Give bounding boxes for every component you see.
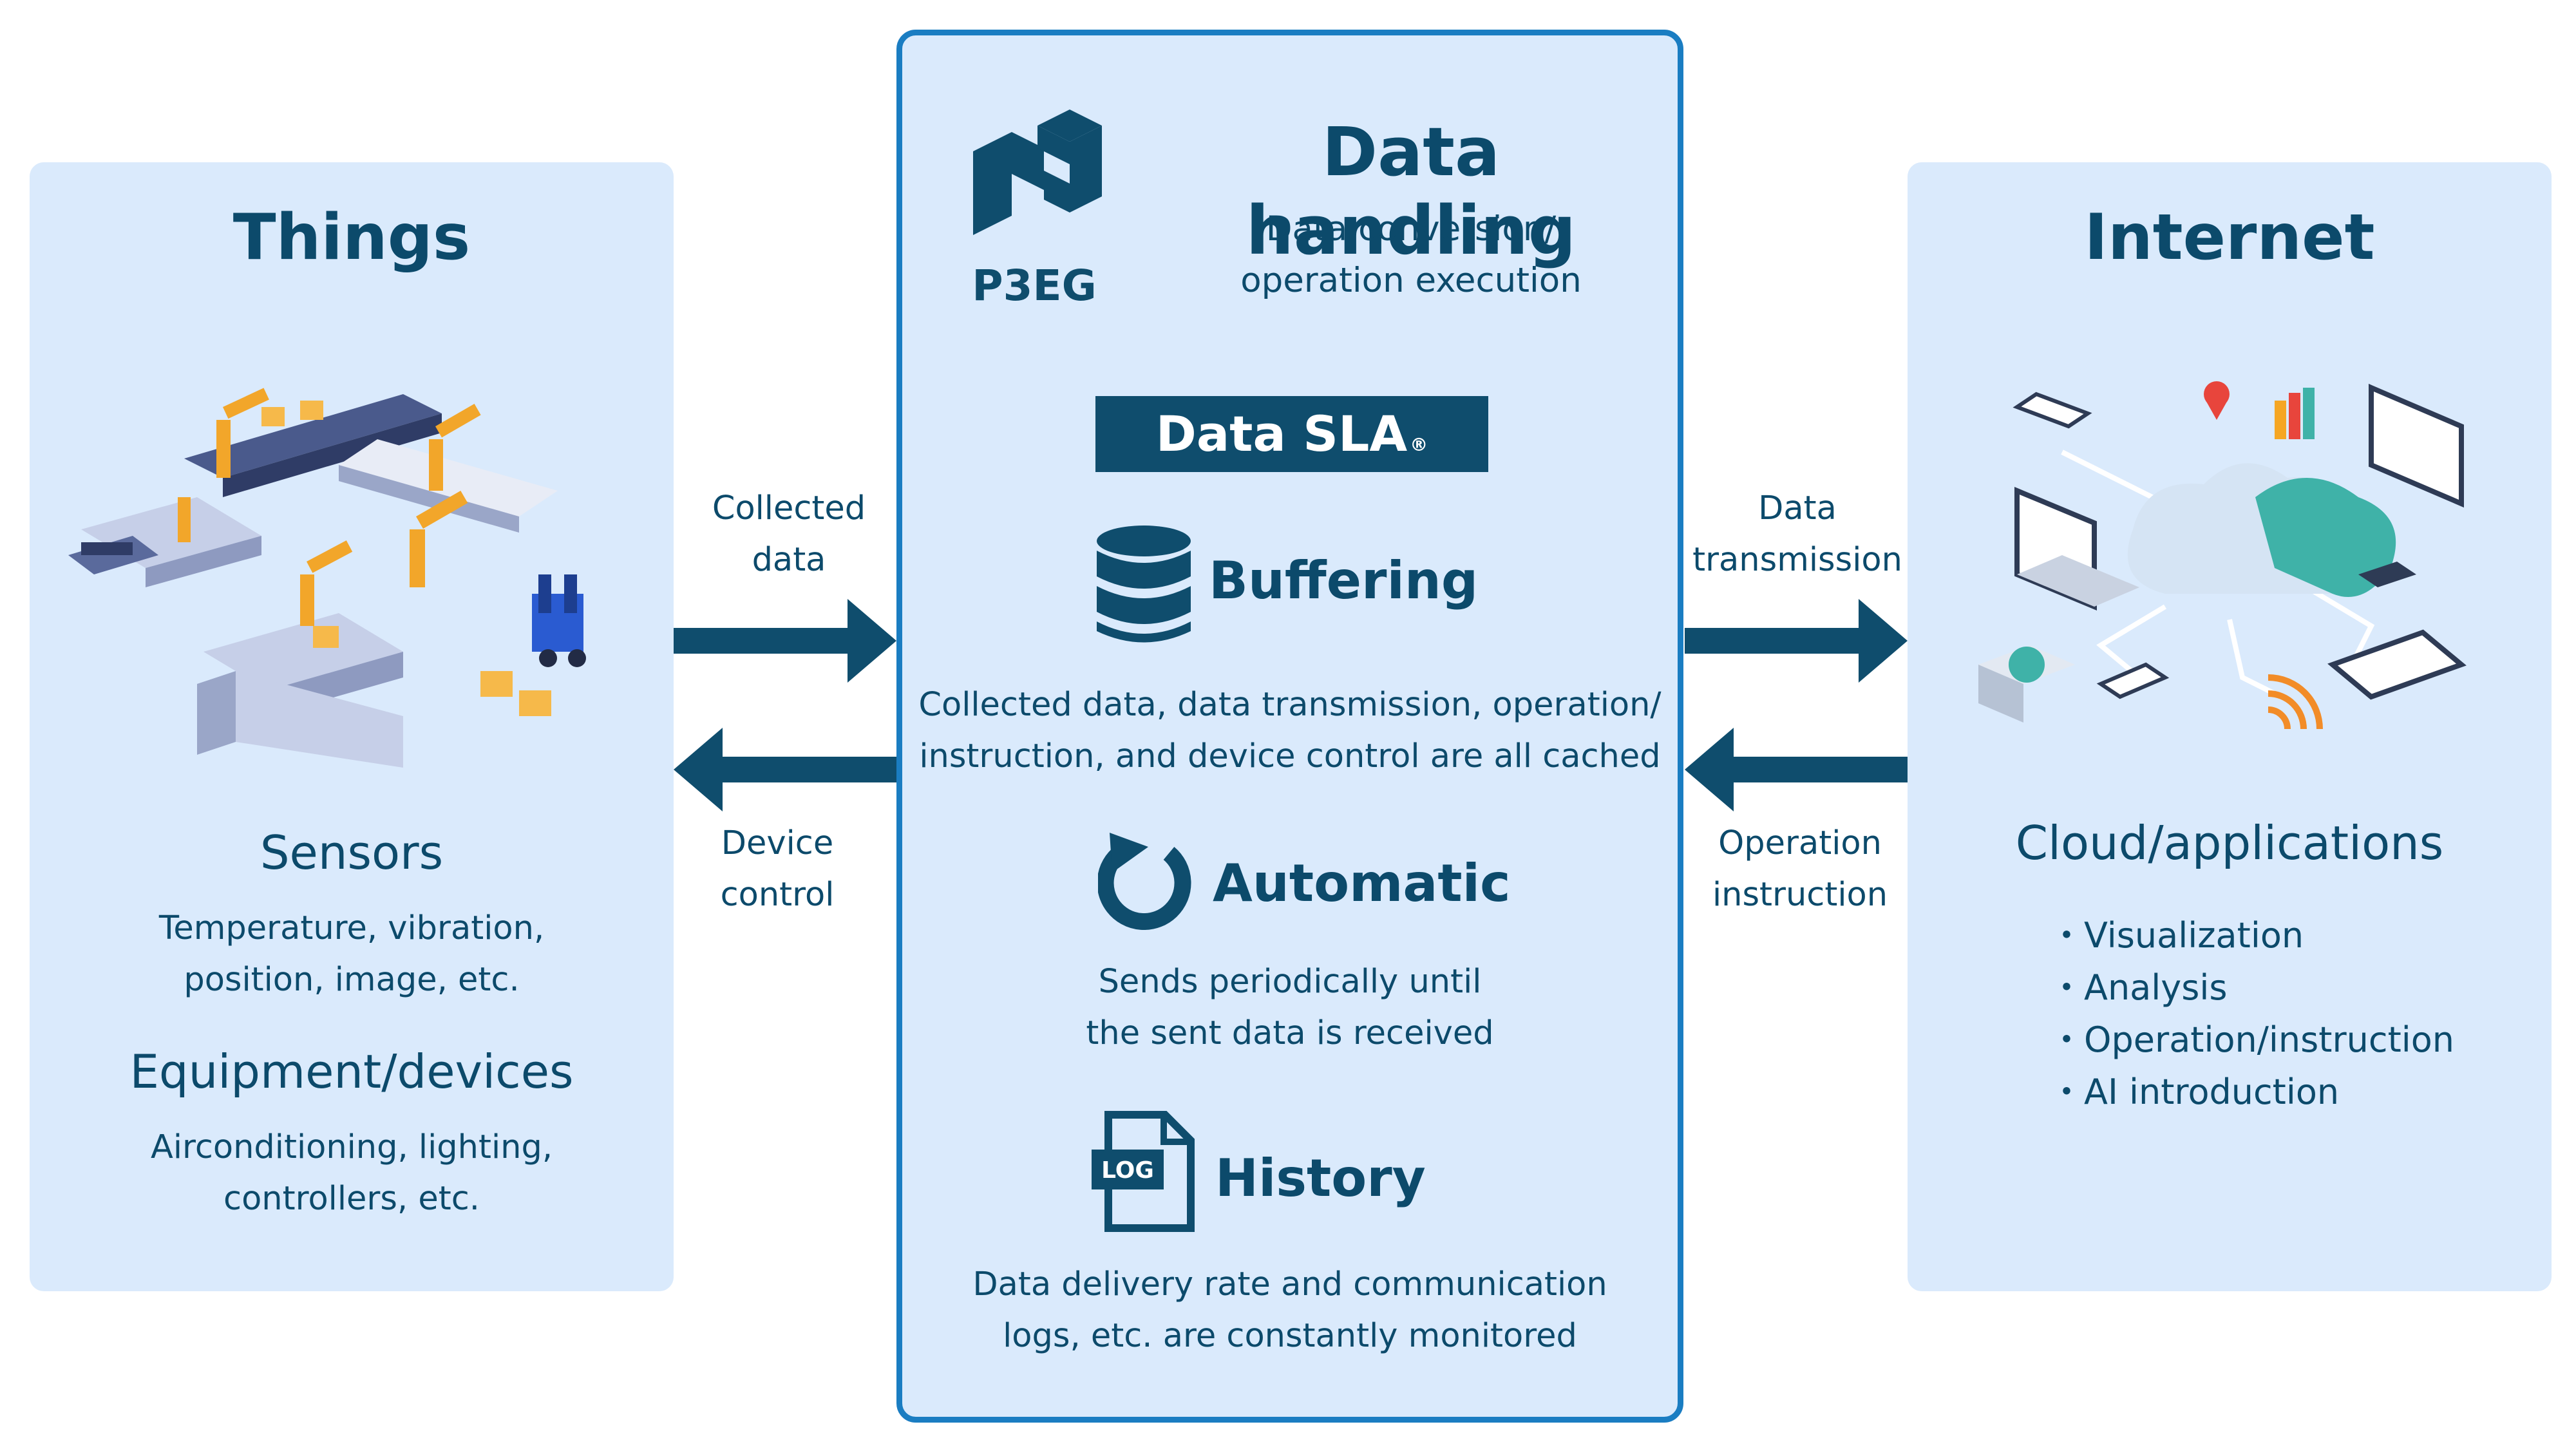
p3eg-logo-icon — [973, 109, 1102, 235]
data-handling-subtitle-line1: Data conversion/ — [1265, 209, 1557, 249]
cloud-apps-list: Visualization Analysis Operation/instruc… — [2049, 909, 2454, 1118]
operation-instruction-label: Operation instruction — [1694, 818, 1906, 921]
sensors-desc-line1: Temperature, vibration, — [158, 909, 545, 947]
data-sla-registered-mark: ® — [1410, 434, 1428, 455]
buffering-title: Buffering — [1209, 551, 1479, 611]
internet-title: Internet — [2084, 201, 2375, 274]
device-control-label: Device control — [671, 818, 884, 921]
sensors-desc-line2: position, image, etc. — [184, 961, 520, 999]
automatic-title: Automatic — [1213, 853, 1511, 913]
arrow-right-icon — [674, 599, 896, 683]
data-transmission-label: Data transmission — [1691, 483, 1904, 586]
equipment-desc-line1: Airconditioning, lighting, — [150, 1128, 553, 1166]
sensors-title: Sensors — [260, 826, 444, 880]
cloud-devices-illustration — [1978, 381, 2467, 730]
data-transmission-label-line2: transmission — [1692, 541, 1902, 579]
device-control-label-line1: Device — [721, 824, 834, 862]
list-item: Operation/instruction — [2049, 1014, 2454, 1066]
buffering-desc-line1: Collected data, data transmission, opera… — [918, 686, 1662, 724]
factory-illustration — [68, 388, 586, 768]
arrow-right-icon — [1685, 599, 1908, 683]
arrow-left-icon — [674, 728, 899, 811]
automatic-desc-line2: the sent data is received — [1086, 1014, 1494, 1052]
collected-data-label-line2: data — [752, 541, 826, 579]
operation-instruction-label-line1: Operation — [1718, 824, 1882, 862]
data-handling-subtitle-line2: operation execution — [1240, 261, 1582, 300]
cloud-apps-title: Cloud/applications — [2015, 816, 2444, 870]
equipment-desc-line2: controllers, etc. — [223, 1180, 480, 1218]
data-sla-label: Data SLA — [1155, 405, 1408, 462]
internet-panel: Internet — [1908, 162, 2552, 1291]
automatic-desc-line1: Sends periodically until — [1098, 963, 1482, 1001]
device-control-label-line2: control — [720, 876, 835, 914]
collected-data-label: Collected data — [683, 483, 895, 586]
data-handling-panel: P3EG Data handling Data conversion/ oper… — [896, 30, 1683, 1423]
history-desc-line2: logs, etc. are constantly monitored — [1003, 1317, 1577, 1355]
list-item: AI introduction — [2049, 1066, 2454, 1118]
log-file-icon: LOG — [1092, 1111, 1195, 1232]
log-icon-text: LOG — [1101, 1157, 1154, 1184]
operation-instruction-label-line2: instruction — [1712, 876, 1888, 914]
things-panel: Things — [30, 162, 674, 1291]
list-item: Analysis — [2049, 961, 2454, 1014]
collected-data-label-line1: Collected — [712, 489, 866, 527]
list-item: Visualization — [2049, 909, 2454, 961]
refresh-icon — [1098, 833, 1191, 931]
arrow-left-icon — [1685, 728, 1910, 811]
history-title: History — [1215, 1148, 1426, 1208]
data-handling-title: Data handling — [1245, 113, 1577, 270]
data-sla-badge: Data SLA® — [1095, 396, 1488, 472]
things-title: Things — [232, 201, 471, 274]
p3eg-logo-text: P3EG — [972, 261, 1097, 310]
history-desc-line1: Data delivery rate and communication — [972, 1265, 1607, 1303]
equipment-title: Equipment/devices — [129, 1045, 574, 1099]
buffering-desc-line2: instruction, and device control are all … — [919, 737, 1661, 775]
data-transmission-label-line1: Data — [1758, 489, 1837, 527]
database-icon — [1097, 526, 1191, 643]
